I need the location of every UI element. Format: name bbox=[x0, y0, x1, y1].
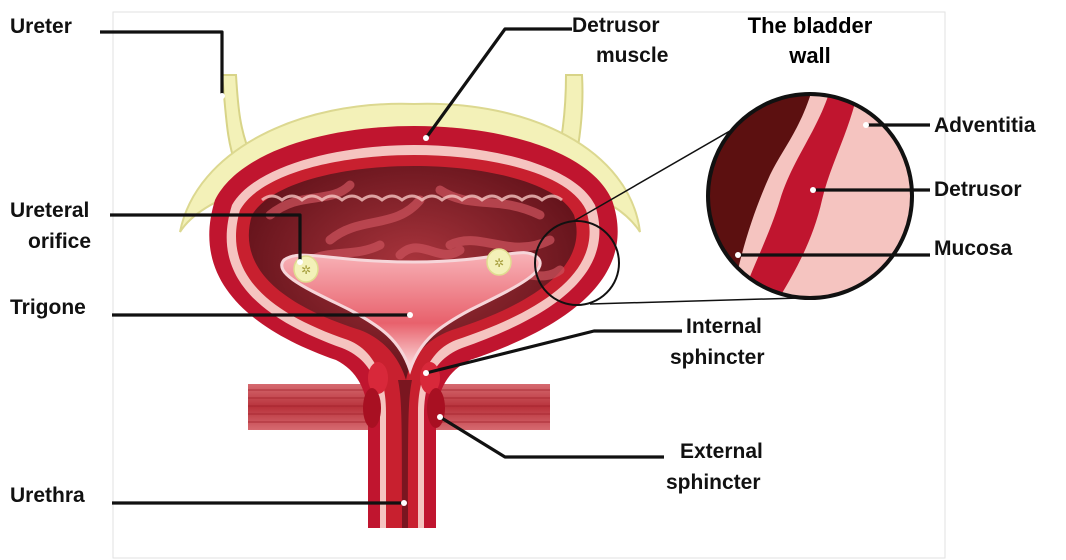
label-detrusor: Detrusor bbox=[934, 178, 1022, 201]
label-trigone: Trigone bbox=[10, 296, 86, 319]
label-mucosa: Mucosa bbox=[934, 237, 1013, 260]
label-detrusor-muscle-line1: Detrusor bbox=[572, 14, 660, 37]
label-internal-sphincter-line1: Internal bbox=[686, 315, 762, 338]
svg-text:✲: ✲ bbox=[494, 256, 504, 270]
label-internal-sphincter-line2: sphincter bbox=[670, 346, 765, 369]
label-adventitia: Adventitia bbox=[934, 114, 1036, 137]
label-ureteral-orifice-line2: orifice bbox=[28, 230, 91, 253]
label-external-sphincter-line1: External bbox=[680, 440, 763, 463]
diagram-title-line1: The bladder bbox=[748, 13, 873, 38]
label-detrusor-muscle-line2: muscle bbox=[596, 44, 668, 67]
label-external-sphincter-line2: sphincter bbox=[666, 471, 761, 494]
svg-text:✲: ✲ bbox=[301, 263, 311, 277]
magnifier-line-bottom bbox=[590, 298, 800, 304]
label-urethra: Urethra bbox=[10, 484, 85, 507]
label-ureter: Ureter bbox=[10, 15, 72, 38]
diagram-title-line2: wall bbox=[788, 43, 831, 68]
zoomed-wall bbox=[700, 90, 920, 310]
label-ureteral-orifice-line1: Ureteral bbox=[10, 199, 89, 222]
